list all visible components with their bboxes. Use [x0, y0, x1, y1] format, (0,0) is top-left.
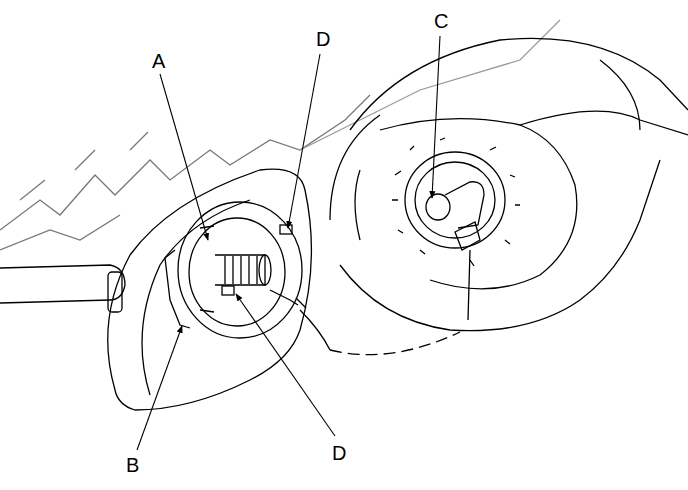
callout-letter: D [330, 442, 348, 464]
callout-letter: C [432, 10, 450, 32]
line-art [0, 20, 688, 410]
callout-letter: D [314, 28, 332, 50]
callout-letter: A [150, 50, 167, 72]
leader-lines [137, 36, 440, 450]
callout-letter: B [124, 454, 141, 476]
